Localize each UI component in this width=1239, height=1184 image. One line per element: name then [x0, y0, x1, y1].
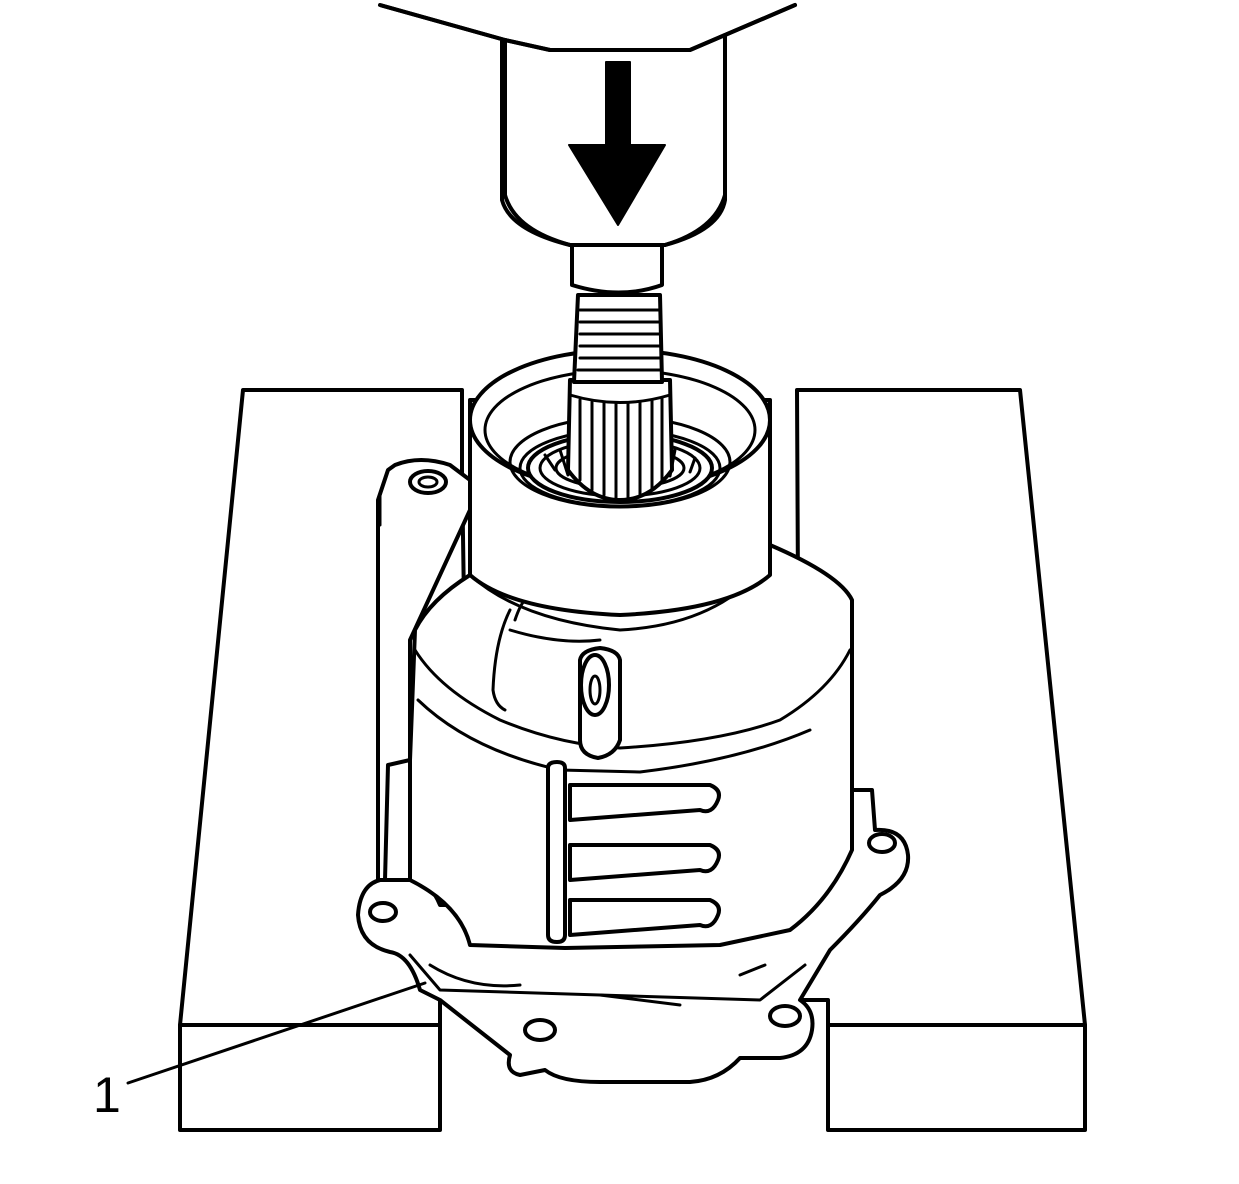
flange-mounting-holes: [368, 832, 897, 1042]
housing-side-wall: [376, 458, 472, 882]
press-adapter: [570, 243, 664, 295]
arrow-down-icon: [568, 61, 666, 226]
housing-main-body: [408, 518, 854, 950]
callout-1: 1: [93, 981, 427, 1123]
splined-shaft: [566, 378, 674, 502]
threaded-rod: [572, 293, 664, 384]
right-support-block: [795, 388, 1087, 1132]
housing-slot-windows: [546, 760, 721, 944]
press-ram: [378, 3, 797, 247]
callout-1-label: 1: [93, 1067, 121, 1123]
